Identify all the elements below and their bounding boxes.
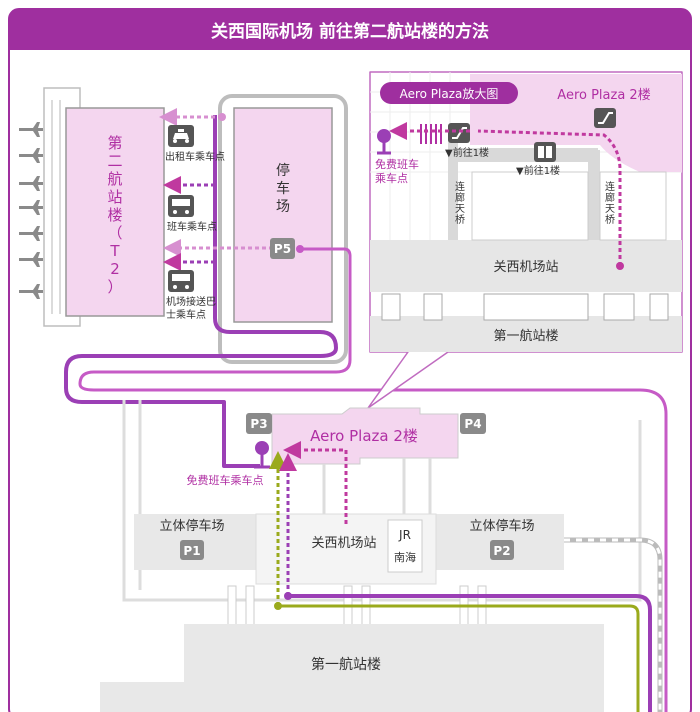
terminal-2-label-1: 二 <box>107 152 122 170</box>
terminal-2-area: 第 二 航 站 楼 （ T 2 ） <box>43 87 165 327</box>
shuttle-stop: 班车乘车点 <box>167 195 217 233</box>
p4-label: P4 <box>464 417 481 431</box>
car-route-line <box>78 247 668 712</box>
inset-bridge-right-0: 连 <box>605 180 615 193</box>
plane-icon <box>19 252 43 267</box>
terminal-1-building <box>184 624 604 712</box>
inset-bridge-left-1: 廊 <box>455 191 465 204</box>
plane-icon <box>19 122 43 137</box>
inset-floor-label: Aero Plaza 2楼 <box>557 88 650 103</box>
inset-bridge-right-3: 桥 <box>605 214 615 226</box>
p3-label: P3 <box>250 417 267 431</box>
p1-label: P1 <box>183 544 200 558</box>
elevator-icon <box>534 142 556 162</box>
main-bus-stop-label: 免费班车乘车点 <box>187 473 264 487</box>
airport-bus-stop: 机场接送巴 士乘车点 <box>166 270 216 321</box>
main-t1-label: 第一航站楼 <box>311 656 381 673</box>
parking-badge-p1 <box>180 540 204 560</box>
terminal-2-label-4: 楼 <box>107 206 122 224</box>
terminal-2-label-3: 站 <box>107 188 122 206</box>
parking-label-2: 场 <box>276 199 290 215</box>
parking-label-1: 车 <box>276 180 290 197</box>
inset-to-1f-escalator: ▼前往1楼 <box>445 146 489 159</box>
plane-icon <box>19 226 43 241</box>
inset-bridge-left-3: 桥 <box>455 214 465 226</box>
parking-label-0: 停 <box>276 162 290 179</box>
inset-station-strip <box>370 240 682 292</box>
inset-bridge-left-2: 天 <box>455 204 465 215</box>
terminal-2-label-0: 第 <box>107 134 122 152</box>
terminal-2-label-5: （ <box>107 224 122 242</box>
bus-stop-pin-icon <box>254 441 270 469</box>
terminal-2-label-7: 2 <box>110 260 120 278</box>
t2-walk-arrows <box>159 108 294 271</box>
terminal-2-building <box>65 107 165 317</box>
parking-badge-p4 <box>460 413 486 434</box>
green-route-line <box>278 604 640 712</box>
parking-badge-p2 <box>490 540 514 560</box>
garage-right-label: 立体停车场 <box>469 518 534 534</box>
inset-bridge-right-2: 天 <box>605 204 615 215</box>
plane-icon <box>19 200 43 215</box>
taxi-stop: 出租车乘车点 <box>165 125 225 163</box>
inset-station-label: 关西机场站 <box>493 260 558 275</box>
inset-to-1f-elevator: ▼前往1楼 <box>516 164 560 177</box>
escalator-icon <box>594 108 616 128</box>
header-bar <box>9 9 691 50</box>
inset-bus-stop-label-1: 免费班车 <box>375 157 419 171</box>
inset-title-pill <box>380 82 518 104</box>
p5-label: P5 <box>274 242 291 256</box>
terminal-2-label-2: 航 <box>107 170 122 188</box>
main-station-label: 关西机场站 <box>311 536 376 551</box>
jr-label: JR <box>398 528 411 542</box>
airport-bus-stop-label-2: 士乘车点 <box>166 308 206 321</box>
bus-stop-pin-icon <box>377 129 391 155</box>
terminal-2-label-8: ） <box>107 278 122 296</box>
airport-bus-stop-label-1: 机场接送巴 <box>166 295 216 308</box>
parking-badge-p5 <box>270 238 295 259</box>
plane-icon <box>19 176 43 191</box>
parking-badge-p3 <box>246 413 272 434</box>
inset-bridge-right-1: 廊 <box>605 191 615 204</box>
inset-bridge-left-0: 连 <box>455 180 465 193</box>
parking-lot-area: 停 车 场 <box>218 94 348 364</box>
nankai-label: 南海 <box>394 550 416 564</box>
taxi-stop-label: 出租车乘车点 <box>165 150 225 163</box>
shuttle-stop-label: 班车乘车点 <box>167 220 217 233</box>
map-title: 关西国际机场 前往第二航站楼的方法 <box>211 21 489 42</box>
aero-plaza-label: Aero Plaza 2楼 <box>310 427 418 445</box>
inset-t1-label: 第一航站楼 <box>493 328 558 344</box>
station-connectors <box>322 458 432 520</box>
plane-icons <box>19 122 43 299</box>
crosswalk <box>420 124 442 144</box>
shuttle-route-line <box>64 115 338 468</box>
plane-icon <box>19 284 43 299</box>
p2-label: P2 <box>493 544 510 558</box>
parking-building <box>233 107 333 323</box>
station-walk-arrow <box>283 441 348 524</box>
garage-left-label: 立体停车场 <box>159 518 224 534</box>
inset-title: Aero Plaza放大图 <box>400 86 499 101</box>
purple-route-line <box>288 594 652 712</box>
aero-plaza-inset: Aero Plaza放大图 Aero Plaza 2楼 免费班车 乘车点 ▼前往… <box>367 71 683 409</box>
plane-icon <box>19 148 43 163</box>
escalator-icon <box>448 123 470 143</box>
inset-bus-stop-label-2: 乘车点 <box>375 171 408 185</box>
terminal-2-label-6: T <box>109 242 120 260</box>
